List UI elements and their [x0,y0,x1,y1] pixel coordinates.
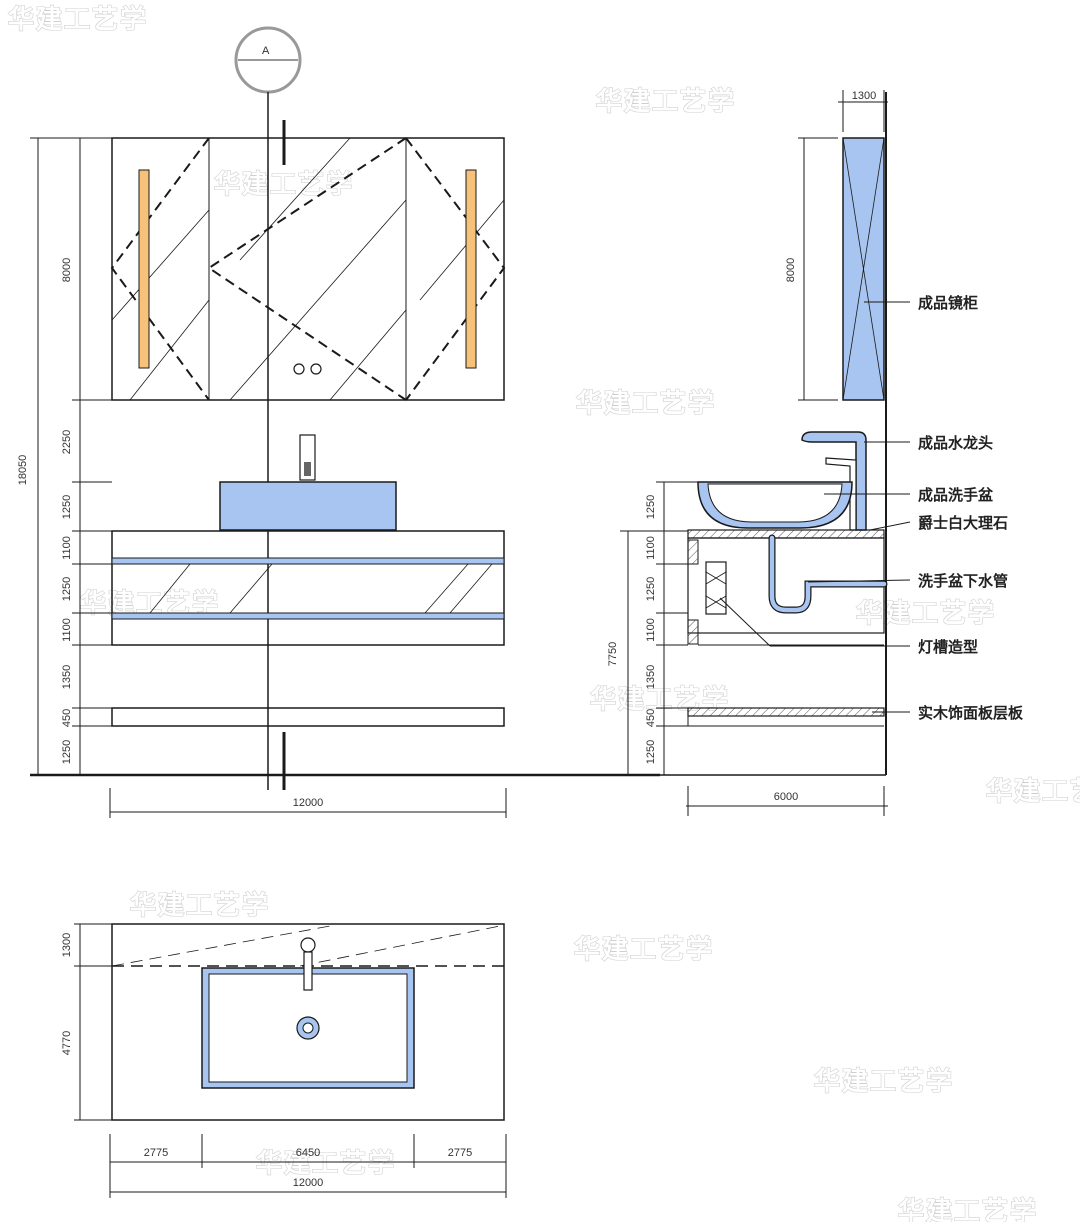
switch-icon [293,363,305,375]
dim-label: 1300 [61,933,73,957]
dim-label: 2775 [144,1147,168,1159]
dim-label: 1100 [645,618,657,642]
label-mirror-cabinet: 成品镜柜 [918,294,978,312]
side-section: 1300 8000 [607,90,911,816]
dim-depth-top: 1300 [852,90,876,102]
dim-plan-width: 12000 [293,1177,324,1189]
dim-label: 1100 [61,536,73,560]
dim-width: 12000 [293,797,324,809]
drain-pipe [769,535,887,613]
plan-view: 1300 4770 2775 6450 2775 12000 [61,923,507,1198]
dim-label: 4770 [61,1031,73,1055]
dim-mirror-height: 8000 [785,258,797,282]
dim-label: 1100 [645,536,657,560]
light-groove [705,561,727,615]
watermark: 华建工艺学 [898,1196,1038,1222]
watermark: 华建工艺学 [814,1066,954,1097]
mirror-cabinet [110,137,506,401]
light-strip [465,169,477,369]
dim-label: 1350 [645,665,657,689]
wood-shelf [111,707,505,727]
label-faucet: 成品水龙头 [918,434,993,452]
light-strip [138,169,150,369]
dim-label: 1250 [61,577,73,601]
front-elevation: A [17,26,886,818]
watermark: 华建工艺学 [574,934,714,965]
faucet-side [801,431,867,531]
dim-label: 1250 [645,740,657,764]
dim-side-total: 7750 [607,642,619,666]
dim-label: 1350 [61,665,73,689]
dim-label: 1250 [645,577,657,601]
watermark: 华建工艺学 [576,388,716,419]
faucet-plan-icon [300,937,316,953]
dim-label: 1100 [61,618,73,642]
dim-label: 8000 [61,258,73,282]
watermark: 华建工艺学 [596,86,736,117]
axis-label: A [262,45,270,57]
front-vertical-dimensions [30,137,112,775]
wood-shelf-side [687,707,885,717]
side-section-labels: 成品镜柜 成品水龙头 成品洗手盆 爵士白大理石 洗手盆下水管 灯槽造型 实木饰面… [918,294,1024,722]
label-drain: 洗手盆下水管 [918,572,1008,590]
label-basin: 成品洗手盆 [918,486,994,504]
dim-label: 450 [61,709,73,727]
watermark: 华建工艺学 [130,890,270,921]
dim-label: 1250 [61,740,73,764]
dim-label: 2775 [448,1147,472,1159]
dim-label: 2250 [61,430,73,454]
vanity-cabinet [111,530,505,727]
switch-icon [310,363,322,375]
label-light-groove: 灯槽造型 [918,638,978,656]
dim-side-depth: 6000 [774,791,798,803]
front-horizontal-dimension [109,788,507,818]
dim-total-height: 18050 [17,455,29,486]
dim-label: 450 [645,709,657,727]
dim-label: 6450 [296,1147,320,1159]
faucet-and-basin [219,434,397,531]
dim-label: 1250 [61,495,73,519]
watermark: 华建工艺学 [256,1148,396,1179]
dim-label: 1250 [645,495,657,519]
label-countertop: 爵士白大理石 [918,514,1008,532]
watermark: 华建工艺学 [8,4,148,35]
watermark: 华建工艺学 [986,776,1080,807]
axis-symbol: A [234,26,302,94]
watermark: 华建工艺学 [214,169,354,200]
watermark: 华建工艺学 [856,598,996,629]
countertop-side [687,529,885,539]
label-wood-shelf: 实木饰面板层板 [918,704,1024,722]
